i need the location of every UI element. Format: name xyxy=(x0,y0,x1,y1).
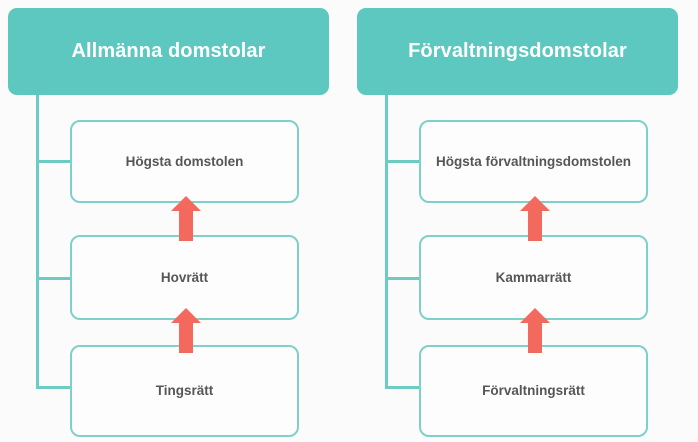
node-label: Tingsrätt xyxy=(155,383,214,399)
connector-branch-right-2 xyxy=(385,277,421,280)
node-tingsratt: Tingsrätt xyxy=(70,345,299,437)
connector-branch-left-2 xyxy=(36,277,72,280)
column-header-forvaltningsdomstolar: Förvaltningsdomstolar xyxy=(357,8,678,95)
arrow-up-icon-hovratt-to-hogsta-domstolen xyxy=(171,196,201,241)
column-allmanna-domstolar: Allmänna domstolar Högsta domstolen Hovr… xyxy=(8,8,329,437)
column-forvaltningsdomstolar: Förvaltningsdomstolar Högsta förvaltning… xyxy=(349,0,698,442)
connector-trunk-left xyxy=(36,95,39,389)
arrow-up-icon-forvaltningsratt-to-kammarratt xyxy=(520,308,550,353)
node-label: Högsta domstolen xyxy=(125,153,244,169)
connector-branch-left-1 xyxy=(36,160,72,163)
column-header-label: Förvaltningsdomstolar xyxy=(408,40,627,62)
node-label: Förvaltningsrätt xyxy=(482,383,585,399)
column-header-label: Allmänna domstolar xyxy=(71,40,266,62)
connector-branch-right-3 xyxy=(385,386,421,389)
node-forvaltningsratt: Förvaltningsrätt xyxy=(419,345,648,437)
node-hogsta-forvaltningsdomstolen: Högsta förvaltningsdomstolen xyxy=(419,120,648,203)
node-hogsta-domstolen: Högsta domstolen xyxy=(70,120,299,203)
node-label: Kammarrätt xyxy=(495,269,572,285)
arrow-up-icon-tingsratt-to-hovratt xyxy=(171,308,201,353)
connector-branch-right-1 xyxy=(385,160,421,163)
connector-trunk-right xyxy=(385,95,388,389)
node-label: Högsta förvaltningsdomstolen xyxy=(435,153,631,169)
connector-branch-left-3 xyxy=(36,386,72,389)
arrow-up-icon-kammarratt-to-hogsta-forvaltningsdomstolen xyxy=(520,196,550,241)
column-header-allmanna-domstolar: Allmänna domstolar xyxy=(8,8,329,95)
node-label: Hovrätt xyxy=(160,269,209,285)
